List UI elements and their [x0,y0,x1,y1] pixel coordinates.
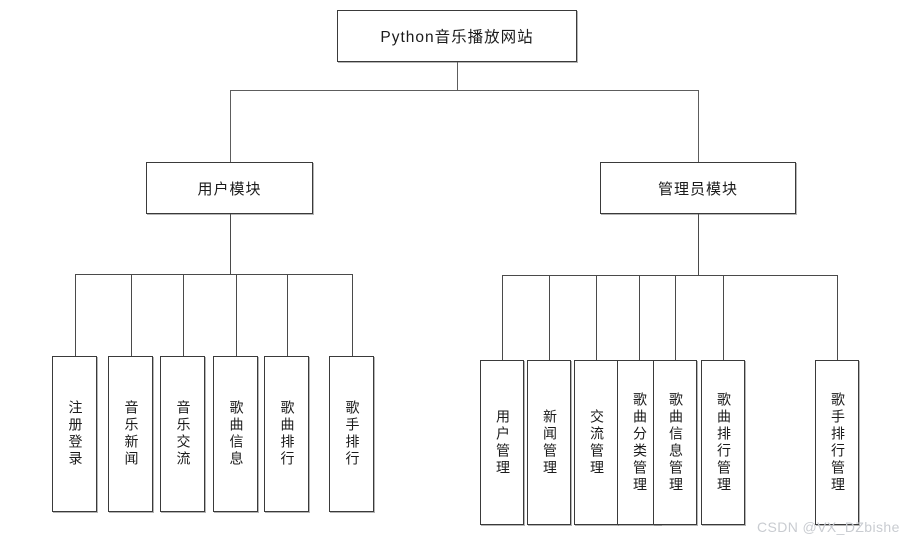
connector-admin-stem [698,214,699,275]
node-leaf-admin-1-label: 新闻管理 [541,408,558,477]
node-leaf-user-4-label: 歌曲排行 [279,400,296,468]
node-leaf-admin-6-label: 歌手排行管理 [829,391,846,494]
node-leaf-user-1-label: 音乐新闻 [123,400,140,468]
connector-admin-drop-2 [596,275,597,360]
connector-user-drop-3 [235,274,237,356]
node-leaf-admin-4[interactable]: 歌曲信息管理 [653,360,697,525]
node-leaf-user-2[interactable]: 音乐交流 [160,356,205,512]
connector-admin-drop-3 [639,275,640,360]
connector-user-bar [74,274,352,275]
node-leaf-user-2-label: 音乐交流 [175,400,192,468]
connector-admin-drop-0 [502,275,503,360]
connector-level1-bar [229,90,698,91]
node-leaf-admin-2-label: 交流管理 [588,408,605,477]
node-leaf-user-4[interactable]: 歌曲排行 [264,356,309,512]
connector-level1-drop-right [698,90,699,162]
node-leaf-user-0-label: 注册登录 [67,400,84,468]
node-leaf-user-3[interactable]: 歌曲信息 [213,356,258,512]
node-leaf-admin-4-label: 歌曲信息管理 [667,391,684,494]
connector-admin-drop-1 [549,275,550,360]
node-leaf-admin-0-label: 用户管理 [494,408,511,477]
node-module-admin-label: 管理员模块 [657,180,738,198]
node-leaf-admin-2[interactable]: 交流管理 [574,360,618,525]
connector-admin-bar [502,275,837,276]
connector-user-drop-0 [74,274,76,356]
node-leaf-user-1[interactable]: 音乐新闻 [108,356,153,512]
connector-admin-drop-4 [675,275,676,360]
connector-user-drop-5 [351,274,353,356]
node-module-admin[interactable]: 管理员模块 [600,162,796,214]
node-leaf-admin-6[interactable]: 歌手排行管理 [815,360,859,525]
node-leaf-admin-5[interactable]: 歌曲排行管理 [701,360,745,525]
connector-user-stem [229,214,231,274]
node-root-python-music-site[interactable]: Python音乐播放网站 [337,10,577,62]
node-leaf-user-5-label: 歌手排行 [344,400,361,468]
connector-admin-drop-5 [723,275,724,360]
node-module-user[interactable]: 用户模块 [146,162,313,214]
connector-level1-drop-left [229,90,231,162]
node-leaf-admin-0[interactable]: 用户管理 [480,360,524,525]
node-leaf-user-5[interactable]: 歌手排行 [329,356,374,512]
node-leaf-admin-3-label: 歌曲分类管理 [631,391,648,494]
node-module-user-label: 用户模块 [197,180,262,198]
node-root-label: Python音乐播放网站 [380,29,534,46]
connector-user-drop-4 [286,274,288,356]
node-leaf-user-3-label: 歌曲信息 [228,400,245,468]
node-leaf-user-0[interactable]: 注册登录 [52,356,97,512]
connector-user-drop-2 [182,274,184,356]
node-leaf-admin-1[interactable]: 新闻管理 [527,360,571,525]
connector-admin-drop-6 [837,275,838,360]
watermark-text: CSDN @VX_DZbishe [757,519,900,535]
connector-user-drop-1 [130,274,132,356]
connector-root-trunk [457,62,458,90]
node-leaf-admin-5-label: 歌曲排行管理 [715,391,732,494]
